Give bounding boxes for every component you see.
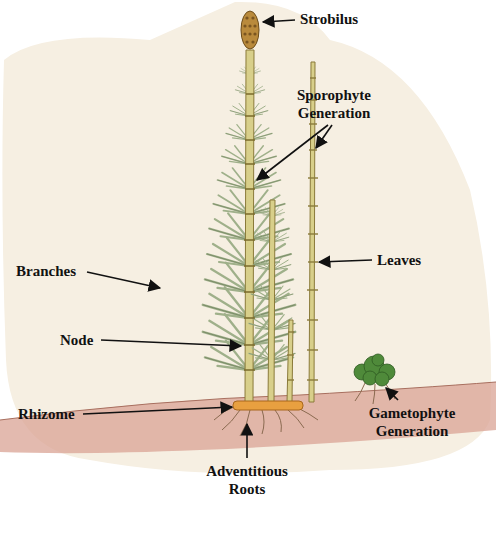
roots-label: Adventitious Roots — [192, 462, 302, 498]
leaves-label: Leaves — [377, 251, 421, 269]
sporophyte-label: Sporophyte Generation — [286, 86, 382, 122]
gametophyte-label: Gametophyte Generation — [350, 404, 474, 440]
rhizome-label: Rhizome — [18, 405, 75, 423]
strobilus-label: Strobilus — [300, 10, 358, 28]
branches-label: Branches — [16, 262, 76, 280]
node-label: Node — [60, 331, 93, 349]
